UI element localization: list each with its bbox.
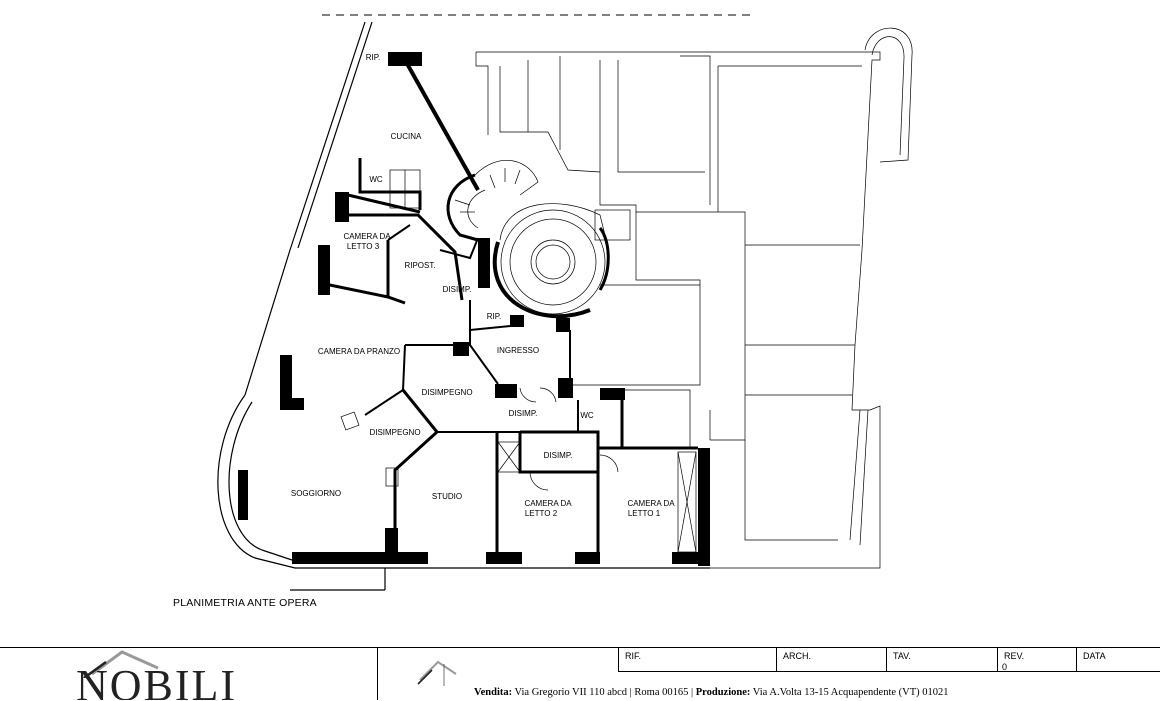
field-label: ARCH. bbox=[783, 651, 812, 661]
curved-staircase bbox=[446, 159, 539, 242]
logo-roof-icon bbox=[83, 650, 159, 678]
field-tav: TAV. bbox=[886, 647, 998, 671]
room-label-camera-2-line2: LETTO 2 bbox=[525, 509, 558, 518]
outer-walls bbox=[217, 21, 710, 591]
company-address: Vendita: Via Gregorio VII 110 abcd | Rom… bbox=[474, 687, 949, 698]
spiral-staircase bbox=[492, 203, 610, 319]
field-rif: RIF. bbox=[618, 647, 777, 671]
vendita-text: Via Gregorio VII 110 abcd | Roma 00165 | bbox=[512, 687, 696, 698]
room-label-camera-pranzo: CAMERA DA PRANZO bbox=[318, 347, 400, 356]
title-block-fields: RIF. ARCH. TAV. REV. 0 DATA bbox=[618, 647, 1160, 672]
field-data: DATA bbox=[1076, 647, 1160, 671]
floor-plan: RIP. CUCINA WC CAMERA DA LETTO 3 RIPOST.… bbox=[217, 14, 913, 591]
room-label-disimp-low: DISIMP. bbox=[544, 451, 573, 460]
title-block-divider bbox=[377, 647, 378, 700]
room-label-ingresso: INGRESSO bbox=[497, 346, 539, 355]
neighbour-units bbox=[475, 27, 913, 569]
field-label: RIF. bbox=[625, 651, 642, 661]
room-label-camera-1-line1: CAMERA DA bbox=[627, 499, 675, 508]
room-label-wc-mid: WC bbox=[580, 411, 594, 420]
room-label-cucina: CUCINA bbox=[391, 132, 422, 141]
room-label-rip-mid: RIP. bbox=[487, 312, 502, 321]
small-logo-icon bbox=[417, 660, 457, 686]
room-label-camera-3-line2: LETTO 3 bbox=[347, 242, 380, 251]
field-label: TAV. bbox=[893, 651, 911, 661]
company-logo: NOBILI bbox=[62, 648, 322, 700]
field-arch: ARCH. bbox=[776, 647, 887, 671]
room-label-camera-1-line2: LETTO 1 bbox=[628, 509, 661, 518]
room-label-camera-2-line1: CAMERA DA bbox=[524, 499, 572, 508]
room-label-disimpegno-2: DISIMPEGNO bbox=[369, 428, 420, 437]
room-label-studio: STUDIO bbox=[432, 492, 462, 501]
field-label: DATA bbox=[1083, 651, 1106, 661]
room-label-disimp-mid: DISIMP. bbox=[509, 409, 538, 418]
field-rev: REV. 0 bbox=[997, 647, 1077, 672]
drawing-caption: PLANIMETRIA ANTE OPERA bbox=[173, 597, 317, 609]
field-label: REV. bbox=[1004, 651, 1025, 661]
room-label-rip-top: RIP. bbox=[366, 53, 381, 62]
title-block bbox=[0, 647, 1160, 701]
produzione-text: Via A.Volta 13-15 Acquapendente (VT) 010… bbox=[750, 687, 949, 698]
room-label-wc-top: WC bbox=[369, 175, 383, 184]
room-label-soggiorno: SOGGIORNO bbox=[291, 489, 341, 498]
interior-walls bbox=[319, 59, 698, 552]
room-label-disimpegno-1: DISIMPEGNO bbox=[421, 388, 472, 397]
fixtures bbox=[340, 169, 697, 553]
load-bearing-walls bbox=[238, 52, 710, 566]
field-value: 0 bbox=[1002, 662, 1008, 672]
vendita-label: Vendita: bbox=[474, 687, 513, 698]
room-label-ripost: RIPOST. bbox=[404, 261, 435, 270]
produzione-label: Produzione: bbox=[695, 687, 751, 698]
room-label-disimp-top: DISIMP. bbox=[443, 285, 472, 294]
room-label-camera-3-line1: CAMERA DA bbox=[343, 232, 391, 241]
room-labels: RIP. CUCINA WC CAMERA DA LETTO 3 RIPOST.… bbox=[291, 53, 675, 518]
logo-wordmark: NOBILI bbox=[76, 661, 238, 701]
